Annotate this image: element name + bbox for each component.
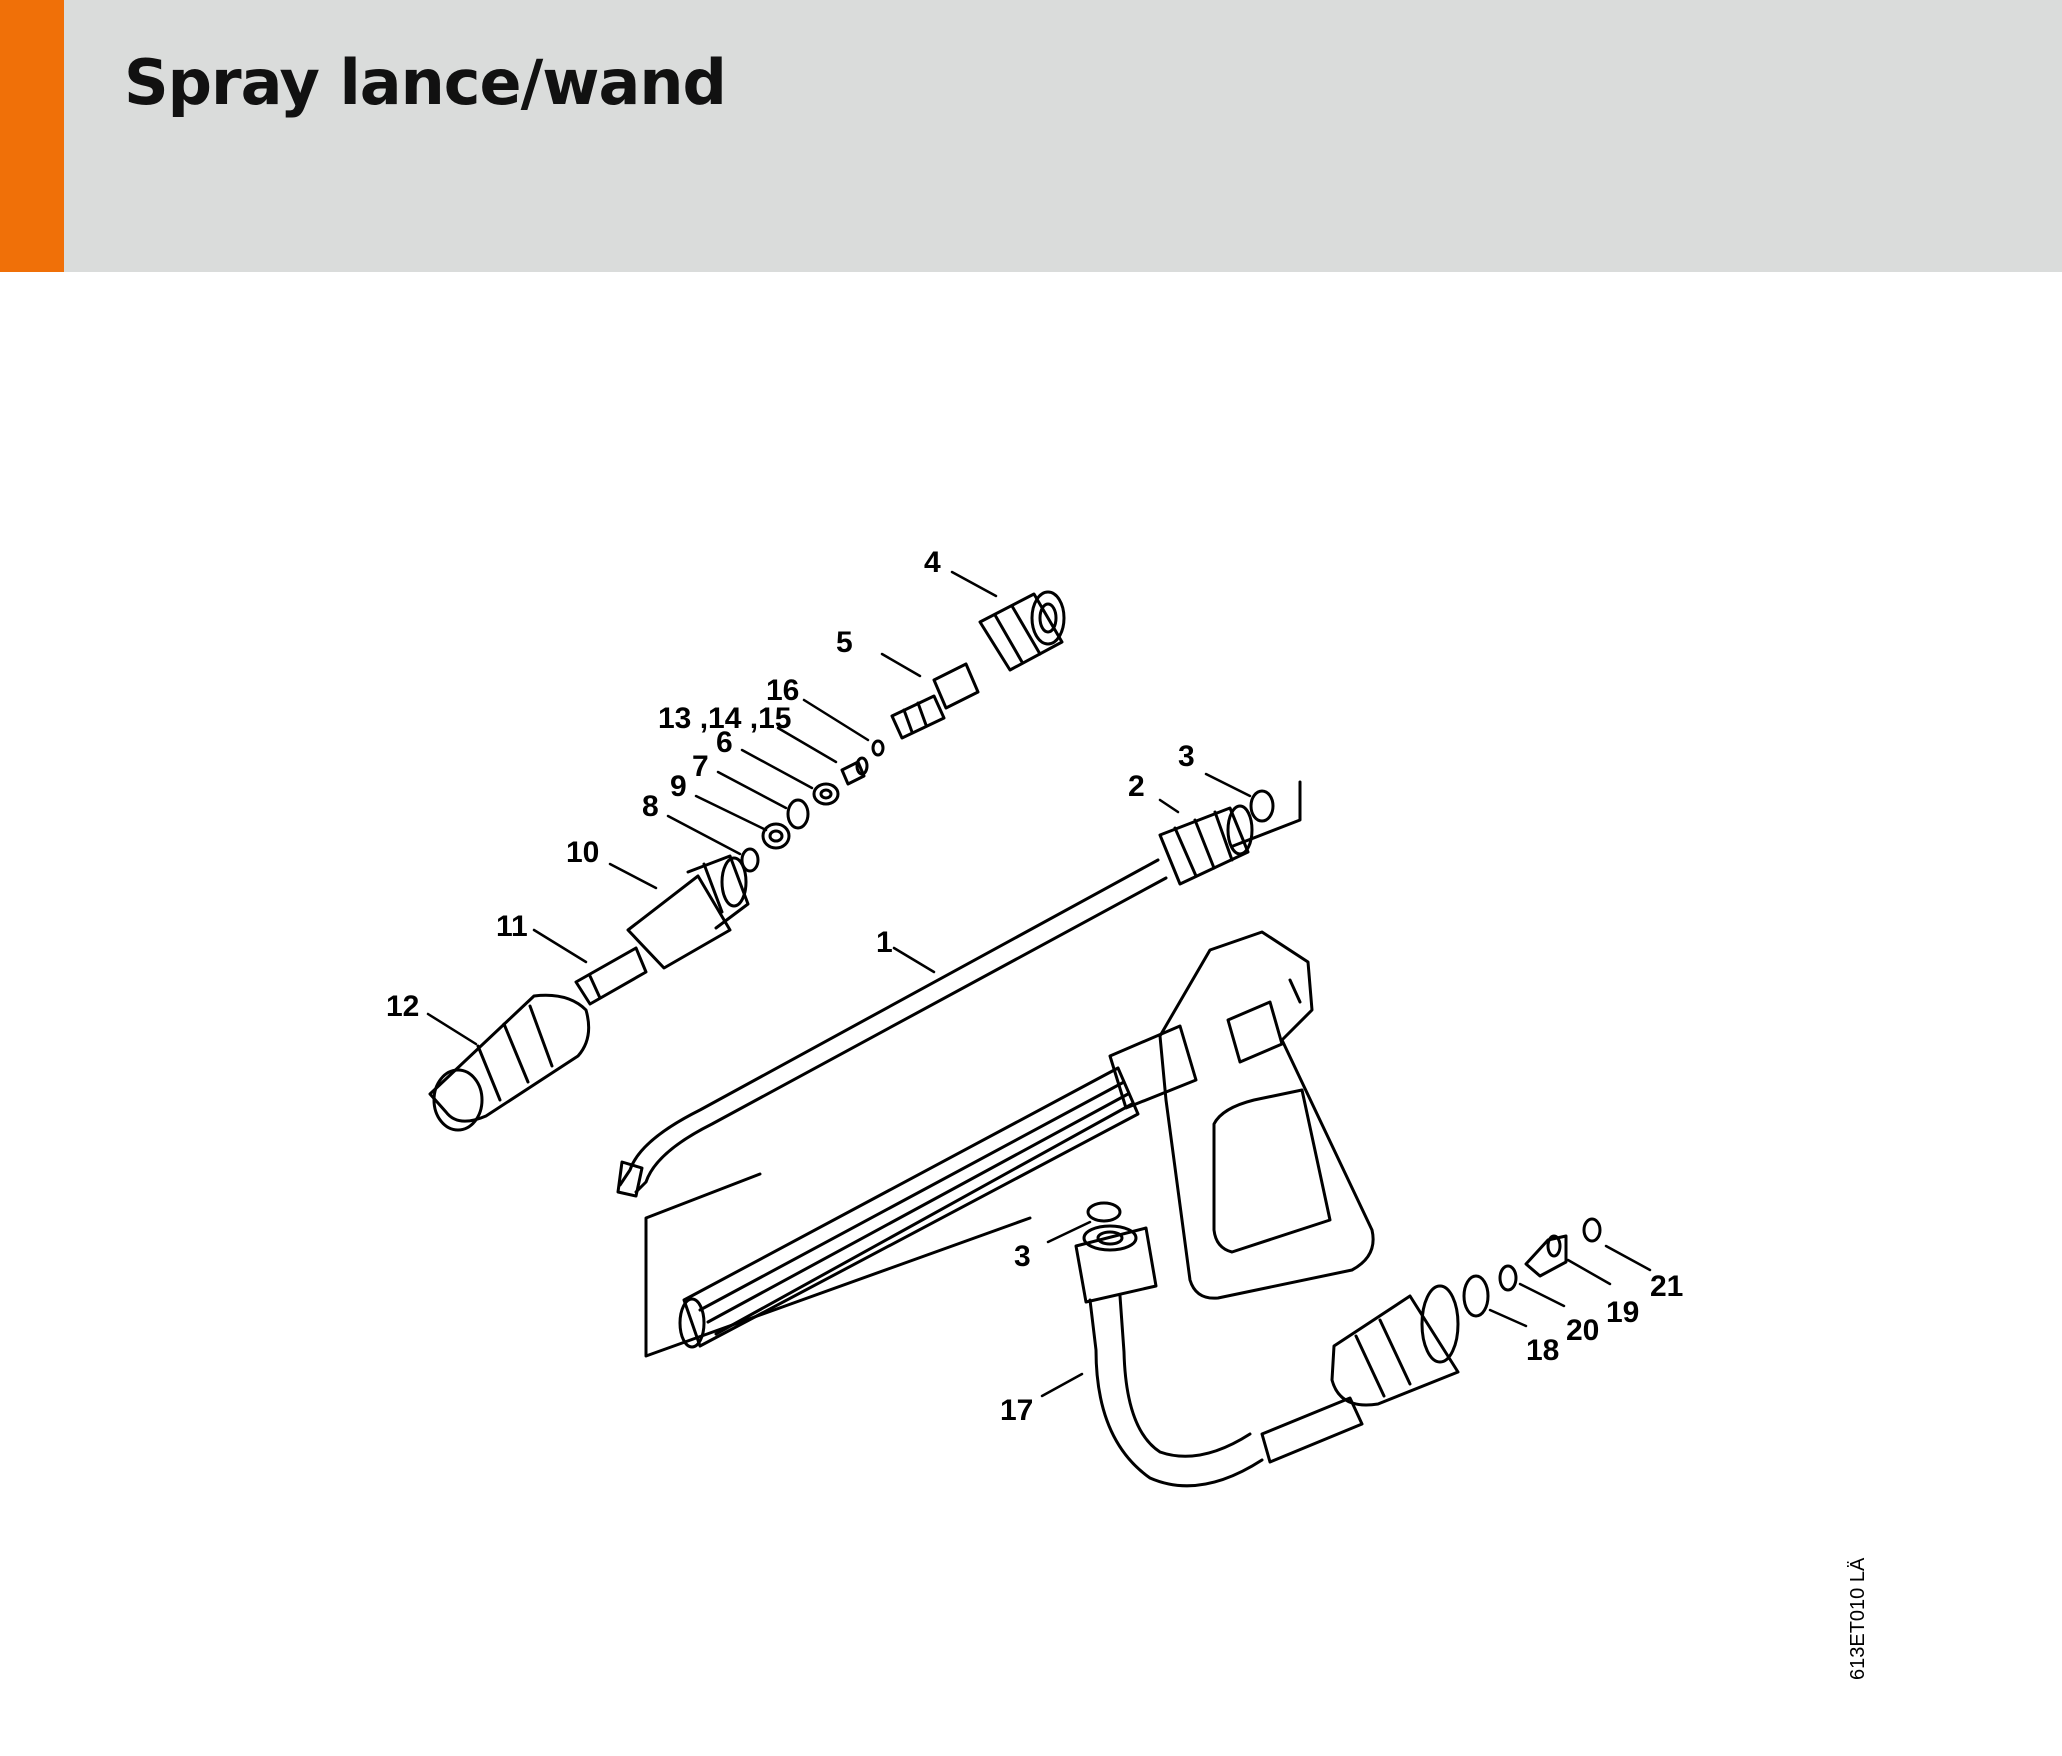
- part-o-ring-18: [1462, 1274, 1490, 1318]
- callout-leader-lines: [426, 570, 1652, 1398]
- part-nozzle-nut: [978, 590, 1066, 672]
- part-hose-with-nut: [1074, 1224, 1264, 1488]
- part-lance-tube: [616, 858, 1168, 1198]
- header-band: [0, 0, 2062, 272]
- page-title: Spray lance/wand: [124, 46, 727, 119]
- callout-7: 7: [692, 750, 709, 783]
- callout-2: 2: [1128, 770, 1145, 803]
- callout-5: 5: [836, 626, 853, 659]
- callout-16: 16: [766, 674, 799, 707]
- part-flat-jet-insert: [574, 946, 648, 1006]
- callout-3-bottom: 3: [1014, 1240, 1031, 1273]
- part-o-ring-8: [740, 847, 760, 873]
- callout-11: 11: [496, 910, 528, 943]
- part-o-ring-21: [1582, 1217, 1602, 1243]
- part-nozzle-body: [890, 662, 980, 740]
- part-o-ring-7: [786, 798, 810, 830]
- callout-10: 10: [566, 836, 599, 869]
- callout-labels: 1 2 3 3 4 5 6 7 8 9 10 11 12 13 ,14 ,15 …: [386, 546, 1683, 1427]
- callout-12: 12: [386, 990, 419, 1023]
- callout-18: 18: [1526, 1334, 1559, 1367]
- callout-20: 20: [1566, 1314, 1599, 1347]
- part-o-ring-bottom: [1086, 1201, 1122, 1223]
- callout-13-14-15: 13 ,14 ,15: [658, 702, 791, 735]
- part-extension-tube: [678, 1066, 1140, 1349]
- drawing-code: 613ET010 LÄ: [1847, 1557, 1869, 1680]
- part-protective-cap: [428, 993, 591, 1132]
- callout-19: 19: [1606, 1296, 1639, 1329]
- part-hose-end-fitting: [1260, 1284, 1460, 1464]
- callout-6: 6: [716, 726, 733, 759]
- part-washer-9: [761, 822, 791, 850]
- part-o-ring-16: [871, 739, 885, 757]
- callout-21: 21: [1650, 1270, 1683, 1303]
- part-washer-6: [812, 782, 840, 806]
- part-o-ring-20: [1498, 1264, 1518, 1292]
- part-o-ring-top: [1249, 789, 1275, 823]
- callout-17: 17: [1000, 1394, 1033, 1427]
- part-spray-gun: [1108, 930, 1375, 1300]
- part-nozzle-holder: [626, 854, 750, 970]
- callout-8: 8: [642, 790, 659, 823]
- parts-group-frame: [644, 780, 1302, 1358]
- part-plug-19: [1524, 1234, 1568, 1278]
- callout-4: 4: [924, 546, 941, 579]
- callout-3-top: 3: [1178, 740, 1195, 773]
- orange-accent-bar: [0, 0, 64, 272]
- callout-9: 9: [670, 770, 687, 803]
- part-nozzle-insert: [840, 756, 869, 786]
- part-union-nut-lance: [1158, 804, 1254, 886]
- callout-1: 1: [876, 926, 893, 959]
